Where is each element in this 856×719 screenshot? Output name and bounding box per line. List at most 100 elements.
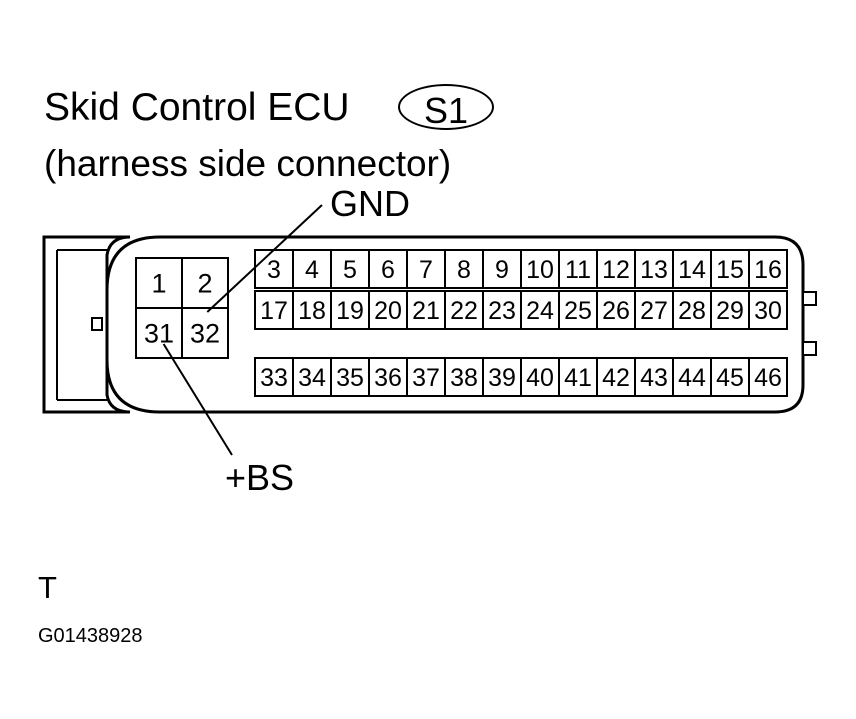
pin-14: 14 [672,249,712,289]
pin-13: 13 [634,249,674,289]
pin-number: 10 [526,256,554,284]
pin-number: 21 [412,297,440,325]
pin-17: 17 [254,290,294,330]
pin-number: 37 [412,364,440,392]
pin-number: 34 [298,364,326,392]
pin-cavity [135,257,183,309]
pin-40: 40 [520,357,560,397]
pin-8: 8 [444,249,484,289]
pin-number: 46 [754,364,782,392]
pin-16: 16 [748,249,788,289]
pin-10: 10 [520,249,560,289]
pin-number: 18 [298,297,326,325]
pin-cavity [558,290,598,330]
pin-number: 7 [419,256,433,284]
pin-cavity [748,357,788,397]
bs-label: +BS [225,457,295,498]
pin-35: 35 [330,357,370,397]
pin-number: 8 [457,256,471,284]
figure-code-number: G01438928 [38,625,143,647]
pin-cavity [558,249,598,289]
pin-23: 23 [482,290,522,330]
pin-38: 38 [444,357,484,397]
pin-number: 14 [678,256,706,284]
pin-number: 2 [197,269,212,299]
pin-cavity [254,357,294,397]
pin-cavity [596,290,636,330]
pin-cavity [558,357,598,397]
pin-4: 4 [292,249,332,289]
pin-number: 20 [374,297,402,325]
pin-22: 22 [444,290,484,330]
pin-number: 11 [565,256,591,284]
pin-cavity [368,357,408,397]
pin-number: 29 [716,297,744,325]
pin-30: 30 [748,290,788,330]
pin-9: 9 [482,249,522,289]
connector-code-text: S1 [423,90,469,131]
pin-7: 7 [406,249,446,289]
pin-11: 11 [558,249,598,289]
pin-32: 32 [181,307,229,359]
pin-number: 41 [564,364,592,392]
pin-number: 16 [754,256,782,284]
pin-cavity [330,357,370,397]
pin-number: 33 [260,364,288,392]
pin-cavity [292,290,332,330]
pin-24: 24 [520,290,560,330]
pin-cavity [135,307,183,359]
pin-cavity [444,357,484,397]
pin-number: 12 [602,256,630,284]
pin-number: 30 [754,297,782,325]
pin-28: 28 [672,290,712,330]
pin-number: 27 [640,297,668,325]
pin-26: 26 [596,290,636,330]
pin-number: 9 [495,256,509,284]
pin-cavity [482,357,522,397]
pin-31: 31 [135,307,183,359]
pin-12: 12 [596,249,636,289]
pin-cavity [520,357,560,397]
pin-29: 29 [710,290,750,330]
pin-cavity [596,357,636,397]
pin-number: 17 [260,297,288,325]
diagram-subtitle: (harness side connector) [44,143,452,184]
pin-number: 38 [450,364,478,392]
pin-number: 4 [305,256,319,284]
pin-number: 43 [640,364,668,392]
pin-number: 35 [336,364,364,392]
pin-number: 3 [267,256,281,284]
pin-20: 20 [368,290,408,330]
gnd-leader-line [206,204,323,313]
pin-number: 6 [381,256,395,284]
pin-42: 42 [596,357,636,397]
pin-number: 24 [526,297,554,325]
bs-leader-line [162,343,233,456]
pin-36: 36 [368,357,408,397]
pin-3: 3 [254,249,294,289]
pin-1: 1 [135,257,183,309]
pin-15: 15 [710,249,750,289]
figure-code-letter: T [38,570,57,605]
pin-27: 27 [634,290,674,330]
pin-cavity [672,290,712,330]
pin-cavity [748,249,788,289]
pin-number: 42 [602,364,630,392]
pin-number: 39 [488,364,516,392]
housing-side-tab [802,291,817,306]
pin-25: 25 [558,290,598,330]
pin-cavity [672,357,712,397]
pin-number: 23 [488,297,516,325]
pin-number: 28 [678,297,706,325]
pin-45: 45 [710,357,750,397]
pin-cavity [406,249,446,289]
pin-number: 5 [343,256,357,284]
pin-cavity [406,290,446,330]
connector-housing [42,235,131,414]
pin-cavity [444,290,484,330]
pin-46: 46 [748,357,788,397]
pin-19: 19 [330,290,370,330]
pin-number: 22 [450,297,478,325]
pin-21: 21 [406,290,446,330]
pin-cavity [520,249,560,289]
